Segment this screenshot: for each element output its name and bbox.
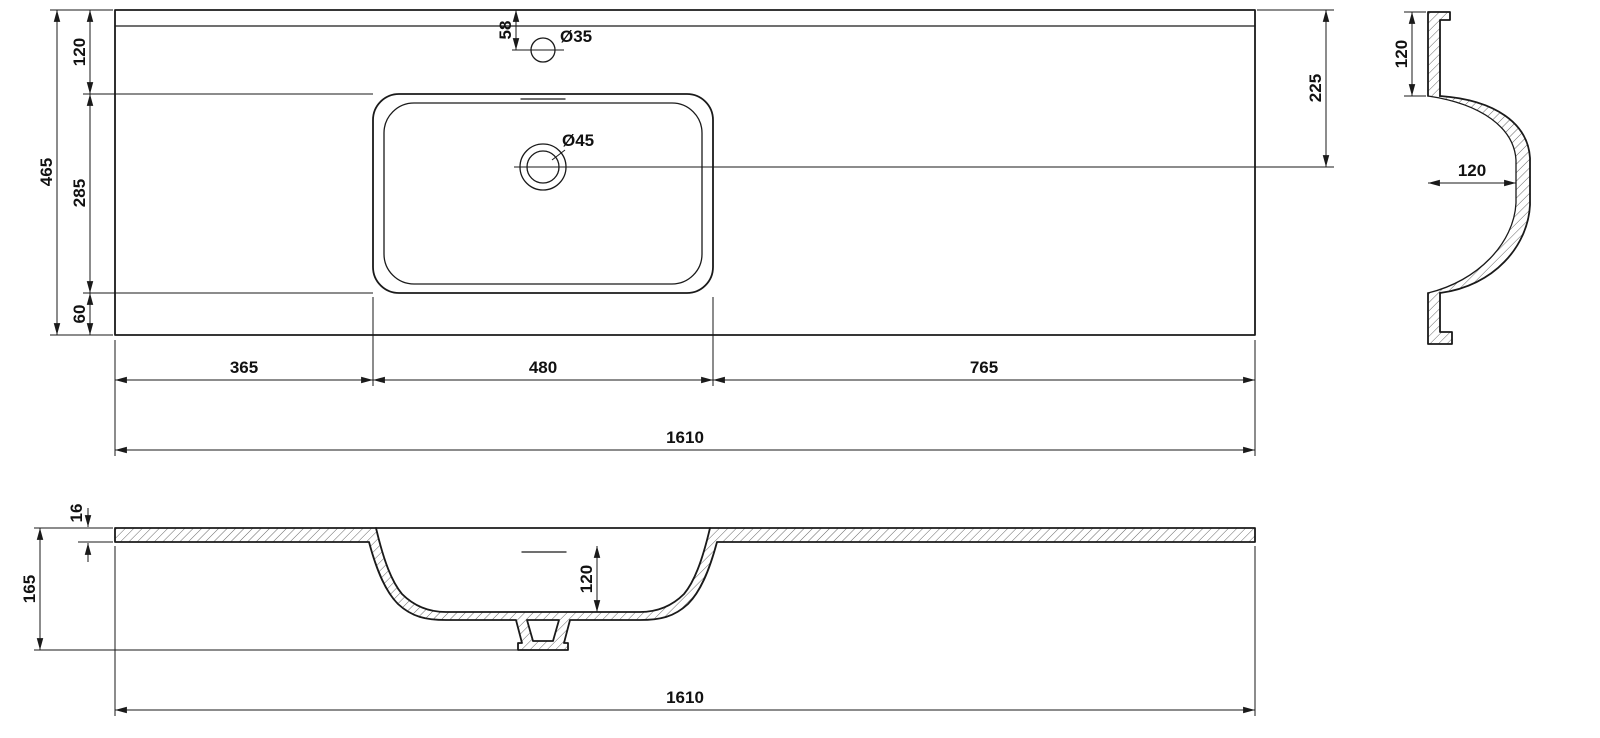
dim-label-drain-diameter: Ø45	[562, 131, 594, 150]
dim-front-total-height: 165	[20, 527, 518, 651]
dim-width-chain: 365 480 765	[114, 297, 1256, 456]
dim-label-front-offset: 60	[70, 305, 89, 324]
dim-label-top-thickness: 16	[67, 504, 86, 523]
dim-label-left-segment: 365	[230, 358, 258, 377]
plan-view: Ø35 58 Ø45 225 465 120 285	[37, 9, 1334, 456]
side-section-view: 120 120	[1392, 11, 1531, 345]
dim-side-back-offset: 120	[1392, 11, 1426, 97]
side-bowl-inner-curve	[1427, 95, 1517, 294]
dim-label-total-depth: 465	[37, 158, 56, 186]
dim-side-basin-depth: 120	[1428, 161, 1516, 187]
front-section-solid	[114, 527, 1256, 651]
front-section-view: 16 165 120 1610	[20, 504, 1256, 716]
side-profile-outline	[1427, 11, 1453, 345]
basin-outer-outline	[372, 93, 714, 294]
dim-label-total-width: 1610	[666, 428, 704, 447]
dim-front-total-width: 1610	[114, 546, 1256, 716]
dim-label-right-segment: 765	[970, 358, 998, 377]
dim-label-drain-offset: 225	[1306, 74, 1325, 102]
dim-total-width: 1610	[115, 428, 1255, 454]
dim-label-side-back-offset: 120	[1392, 40, 1411, 68]
dim-label-faucet-diameter: Ø35	[560, 27, 592, 46]
side-bowl-wall-section	[1428, 96, 1530, 293]
dim-label-faucet-offset: 58	[496, 21, 515, 40]
dim-front-bowl-depth: 120	[577, 546, 601, 612]
dim-faucet-offset: 58	[496, 10, 520, 50]
dim-label-back-offset: 120	[70, 38, 89, 66]
dim-front-top-thickness: 16	[67, 504, 113, 562]
dim-label-front-total-width: 1610	[666, 688, 704, 707]
side-bowl-outer-curve	[1439, 95, 1531, 294]
dim-depth-chain: 120 285 60	[70, 10, 373, 335]
basin-inner-outline	[383, 102, 703, 285]
drain-leader-line	[551, 149, 566, 161]
side-slab-back-section	[1428, 12, 1450, 96]
dim-drain-offset: 225	[1257, 9, 1334, 167]
dim-label-total-height: 165	[20, 575, 39, 603]
dim-label-side-basin-depth: 120	[1458, 161, 1486, 180]
dim-label-basin-depth: 285	[70, 179, 89, 207]
dim-label-basin-width: 480	[529, 358, 557, 377]
dim-total-depth: 465	[37, 9, 113, 336]
dim-label-bowl-depth: 120	[577, 565, 596, 593]
countertop-outline	[114, 9, 1256, 336]
